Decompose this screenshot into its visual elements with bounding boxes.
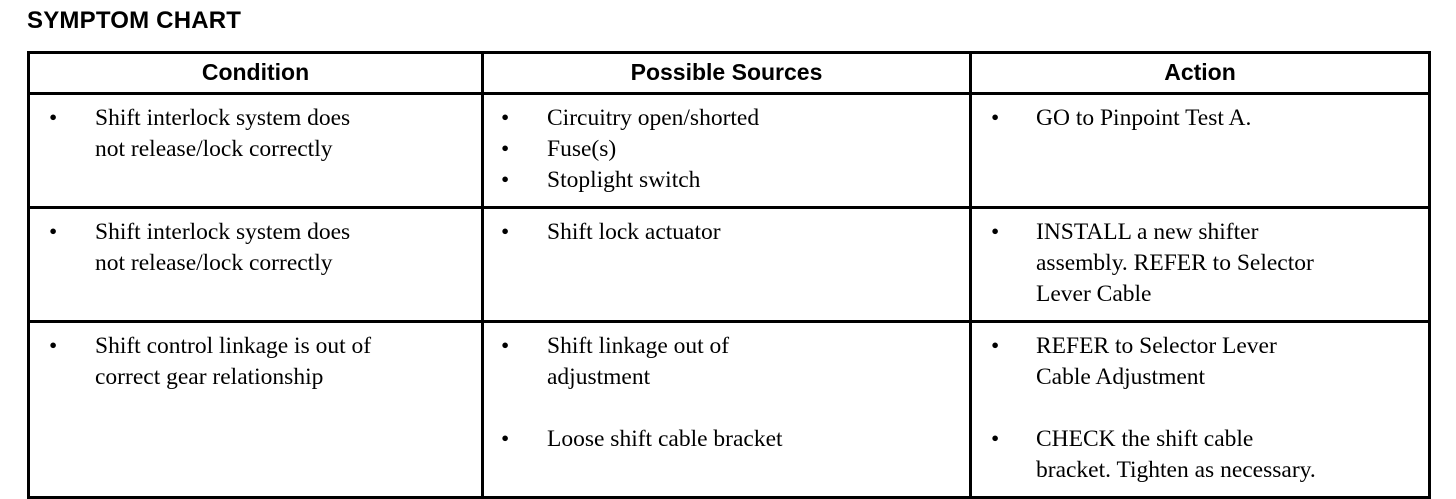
bullet-list-sources: • Shift lock actuator — [494, 217, 959, 248]
list-item: • CHECK the shift cable bracket. Tighten… — [982, 424, 1418, 486]
list-item: • Shift interlock system does not releas… — [40, 103, 471, 165]
table-row: • Shift control linkage is out of correc… — [27, 320, 1431, 499]
list-item: • Circuitry open/shorted — [494, 103, 959, 134]
cell-condition: • Shift interlock system does not releas… — [27, 92, 484, 209]
bullet-list-action: • INSTALL a new shifter assembly. REFER … — [982, 217, 1418, 310]
bullet-icon: • — [501, 426, 510, 452]
list-item-text: Shift control linkage is out of correct … — [95, 333, 372, 390]
bullet-icon: • — [991, 219, 1000, 245]
list-item-text: INSTALL a new shifter assembly. REFER to… — [1036, 219, 1314, 307]
table-header-row: Condition Possible Sources Action — [27, 51, 1431, 95]
cell-condition: • Shift interlock system does not releas… — [27, 206, 484, 323]
cell-action: • REFER to Selector Lever Cable Adjustme… — [969, 320, 1431, 499]
page-title: SYMPTOM CHART — [27, 7, 242, 34]
table-row: • Shift interlock system does not releas… — [27, 92, 1431, 209]
list-item: • Stoplight switch — [494, 165, 959, 196]
cell-action: • GO to Pinpoint Test A. — [969, 92, 1431, 209]
bullet-list-condition: • Shift interlock system does not releas… — [40, 103, 471, 165]
column-header-action: Action — [969, 51, 1431, 95]
list-item: • Shift lock actuator — [494, 217, 959, 248]
column-header-condition: Condition — [27, 51, 484, 95]
bullet-icon: • — [49, 105, 58, 131]
cell-possible-sources: • Circuitry open/shorted • Fuse(s) • Sto… — [481, 92, 972, 209]
bullet-list-sources: • Shift linkage out of adjustment • Loos… — [494, 331, 959, 455]
list-item-text: Shift lock actuator — [547, 219, 721, 245]
table-body: • Shift interlock system does not releas… — [27, 92, 1431, 499]
bullet-list-condition: • Shift interlock system does not releas… — [40, 217, 471, 279]
list-item-text: REFER to Selector Lever Cable Adjustment — [1036, 333, 1277, 390]
list-item-text: CHECK the shift cable bracket. Tighten a… — [1036, 426, 1316, 483]
list-item-text: Shift linkage out of adjustment — [547, 333, 730, 390]
bullet-icon: • — [501, 136, 510, 162]
bullet-icon: • — [991, 426, 1000, 452]
list-item: • REFER to Selector Lever Cable Adjustme… — [982, 331, 1418, 393]
list-item-text: Fuse(s) — [547, 136, 617, 162]
list-item: • Loose shift cable bracket — [494, 424, 959, 455]
bullet-icon: • — [991, 333, 1000, 359]
bullet-icon: • — [501, 219, 510, 245]
table-row: • Shift interlock system does not releas… — [27, 206, 1431, 323]
list-item-text: Loose shift cable bracket — [547, 426, 783, 452]
list-item-text: Shift interlock system does not release/… — [95, 219, 351, 276]
cell-possible-sources: • Shift linkage out of adjustment • Loos… — [481, 320, 972, 499]
cell-condition: • Shift control linkage is out of correc… — [27, 320, 484, 499]
bullet-list-condition: • Shift control linkage is out of correc… — [40, 331, 471, 393]
table-header: Condition Possible Sources Action — [27, 51, 1431, 95]
symptom-chart-table: Condition Possible Sources Action • Shif… — [27, 51, 1431, 499]
list-item: • Shift interlock system does not releas… — [40, 217, 471, 279]
bullet-list-action: • GO to Pinpoint Test A. — [982, 103, 1418, 134]
bullet-list-sources: • Circuitry open/shorted • Fuse(s) • Sto… — [494, 103, 959, 196]
list-item: • INSTALL a new shifter assembly. REFER … — [982, 217, 1418, 310]
cell-possible-sources: • Shift lock actuator — [481, 206, 972, 323]
list-item: • Shift control linkage is out of correc… — [40, 331, 471, 393]
list-item: • GO to Pinpoint Test A. — [982, 103, 1418, 134]
list-item-text: Stoplight switch — [547, 167, 701, 193]
bullet-icon: • — [991, 105, 1000, 131]
bullet-list-action: • REFER to Selector Lever Cable Adjustme… — [982, 331, 1418, 486]
list-item-text: Circuitry open/shorted — [547, 105, 760, 131]
list-item-text: Shift interlock system does not release/… — [95, 105, 351, 162]
list-item: • Fuse(s) — [494, 134, 959, 165]
bullet-icon: • — [501, 333, 510, 359]
list-item: • Shift linkage out of adjustment — [494, 331, 959, 393]
bullet-icon: • — [49, 333, 58, 359]
column-header-possible-sources: Possible Sources — [481, 51, 972, 95]
bullet-icon: • — [501, 105, 510, 131]
bullet-icon: • — [501, 167, 510, 193]
list-item-text: GO to Pinpoint Test A. — [1036, 105, 1252, 131]
bullet-icon: • — [49, 219, 58, 245]
cell-action: • INSTALL a new shifter assembly. REFER … — [969, 206, 1431, 323]
